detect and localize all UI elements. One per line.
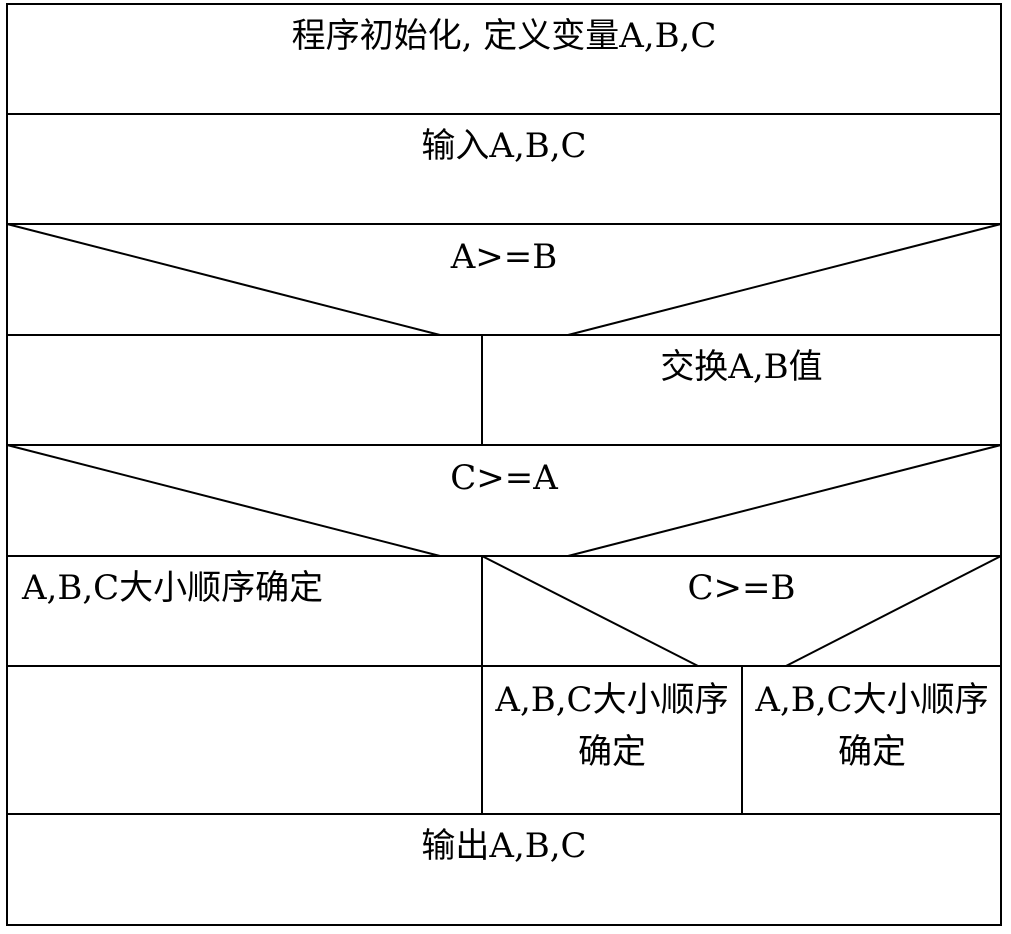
decision-1-left-diagonal	[6, 223, 441, 336]
decision-3-left-diagonal	[481, 555, 699, 667]
decision-2-left-diagonal	[6, 444, 441, 557]
decision-2-right-diagonal	[567, 444, 1002, 557]
decision-3-right-diagonal	[785, 555, 1002, 667]
init-step-label: 程序初始化, 定义变量A,B,C	[291, 16, 717, 56]
outer-frame	[6, 3, 1002, 926]
output-step-label: 输出A,B,C	[421, 826, 587, 866]
order-determined-left-label: A,B,C大小顺序确定	[22, 568, 324, 608]
decision-1-right-diagonal	[567, 223, 1002, 336]
order-determined-right-label: A,B,C大小顺序确定	[755, 680, 989, 772]
decision-1-label: A>=B	[450, 237, 558, 277]
order-determined-mid-label: A,B,C大小顺序确定	[495, 680, 729, 772]
input-step-label: 输入A,B,C	[421, 126, 587, 166]
decision-3-label: C>=B	[687, 568, 796, 608]
decision-2-label: C>=A	[450, 458, 558, 498]
swap-step-label: 交换A,B值	[660, 347, 823, 387]
